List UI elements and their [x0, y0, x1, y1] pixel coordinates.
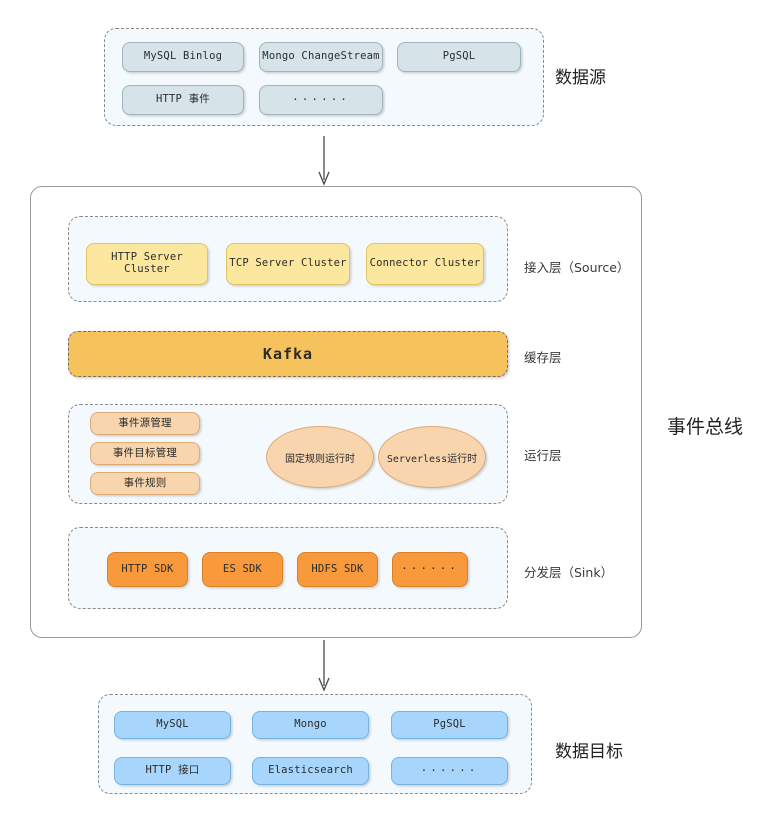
runtime-ellipse-serverless[interactable]: Serverless运行时: [378, 426, 486, 488]
data-target-chip-elasticsearch[interactable]: Elasticsearch: [252, 757, 369, 785]
runtime-chip-event-target-mgmt[interactable]: 事件目标管理: [90, 442, 200, 465]
event-bus-group-label: 事件总线: [667, 416, 744, 438]
ingest-layer-label: 接入层（Source）: [524, 260, 630, 275]
data-target-group-label: 数据目标: [555, 742, 623, 762]
ingest-chip-http-server-cluster[interactable]: HTTP Server Cluster: [86, 243, 208, 285]
runtime-chip-event-rule[interactable]: 事件规则: [90, 472, 200, 495]
arrow-source-to-bus: [312, 136, 336, 186]
data-source-chip-more[interactable]: ······: [259, 85, 383, 115]
sink-chip-hdfs-sdk[interactable]: HDFS SDK: [297, 552, 378, 587]
data-target-chip-http-interface[interactable]: HTTP 接口: [114, 757, 231, 785]
runtime-ellipse-fixed-rule[interactable]: 固定规则运行时: [266, 426, 374, 488]
ingest-chip-tcp-server-cluster[interactable]: TCP Server Cluster: [226, 243, 350, 285]
kafka-bar[interactable]: Kafka: [68, 331, 508, 377]
sink-chip-es-sdk[interactable]: ES SDK: [202, 552, 283, 587]
data-target-chip-mysql[interactable]: MySQL: [114, 711, 231, 739]
data-source-chip-mongo-changestream[interactable]: Mongo ChangeStream: [259, 42, 383, 72]
ingest-chip-connector-cluster[interactable]: Connector Cluster: [366, 243, 484, 285]
runtime-layer-label: 运行层: [524, 448, 562, 463]
data-target-chip-pgsql[interactable]: PgSQL: [391, 711, 508, 739]
data-target-chip-more[interactable]: ······: [391, 757, 508, 785]
sink-chip-http-sdk[interactable]: HTTP SDK: [107, 552, 188, 587]
data-source-chip-http-event[interactable]: HTTP 事件: [122, 85, 244, 115]
data-source-chip-mysql-binlog[interactable]: MySQL Binlog: [122, 42, 244, 72]
cache-layer-label: 缓存层: [524, 350, 562, 365]
data-target-chip-mongo[interactable]: Mongo: [252, 711, 369, 739]
data-source-group-label: 数据源: [555, 68, 606, 88]
runtime-chip-event-source-mgmt[interactable]: 事件源管理: [90, 412, 200, 435]
sink-chip-more[interactable]: ······: [392, 552, 468, 587]
sink-layer-label: 分发层（Sink）: [524, 565, 614, 580]
data-source-chip-pgsql[interactable]: PgSQL: [397, 42, 521, 72]
arrow-bus-to-target: [312, 640, 336, 692]
